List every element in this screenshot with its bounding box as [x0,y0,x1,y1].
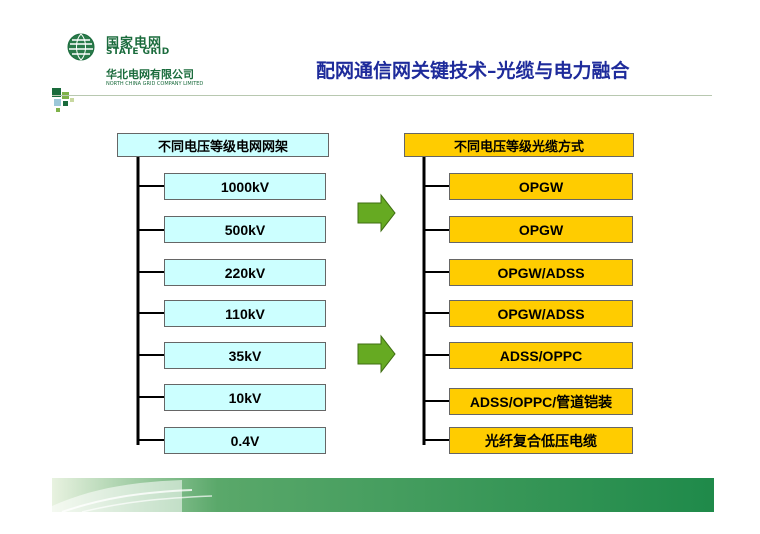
left-column-header: 不同电压等级电网网架 [117,133,329,157]
cable-box-1: OPGW [449,173,633,200]
header-divider [52,95,712,96]
slide-title: 配网通信网关键技术–光缆与电力融合 [316,60,630,82]
logo-name-cn: 国家电网 [106,36,163,51]
right-column-header: 不同电压等级光缆方式 [404,133,634,157]
voltage-box-10kv: 10kV [164,384,326,411]
logo-name-en: STATE GRID [106,47,170,57]
right-arrow-icon [357,193,396,233]
voltage-box-35kv: 35kV [164,342,326,369]
cable-box-5: ADSS/OPPC [449,342,633,369]
state-grid-logo: 国家电网 STATE GRID 华北电网有限公司 NORTH CHINA GRI… [66,30,226,90]
cable-box-2: OPGW [449,216,633,243]
cable-box-6: ADSS/OPPC/管道铠装 [449,388,633,415]
logo-company-cn: 华北电网有限公司 [106,68,194,81]
cable-box-4: OPGW/ADSS [449,300,633,327]
voltage-box-110kv: 110kV [164,300,326,327]
voltage-box-220kv: 220kV [164,259,326,286]
voltage-box-0-4v: 0.4V [164,427,326,454]
voltage-box-500kv: 500kV [164,216,326,243]
footer-band [52,478,714,512]
globe-icon [67,33,95,61]
voltage-box-1000kv: 1000kV [164,173,326,200]
logo-company-en: NORTH CHINA GRID COMPANY LIMITED [106,81,204,87]
cable-box-7: 光纤复合低压电缆 [449,427,633,454]
cable-box-3: OPGW/ADSS [449,259,633,286]
right-arrow-icon [357,334,396,374]
